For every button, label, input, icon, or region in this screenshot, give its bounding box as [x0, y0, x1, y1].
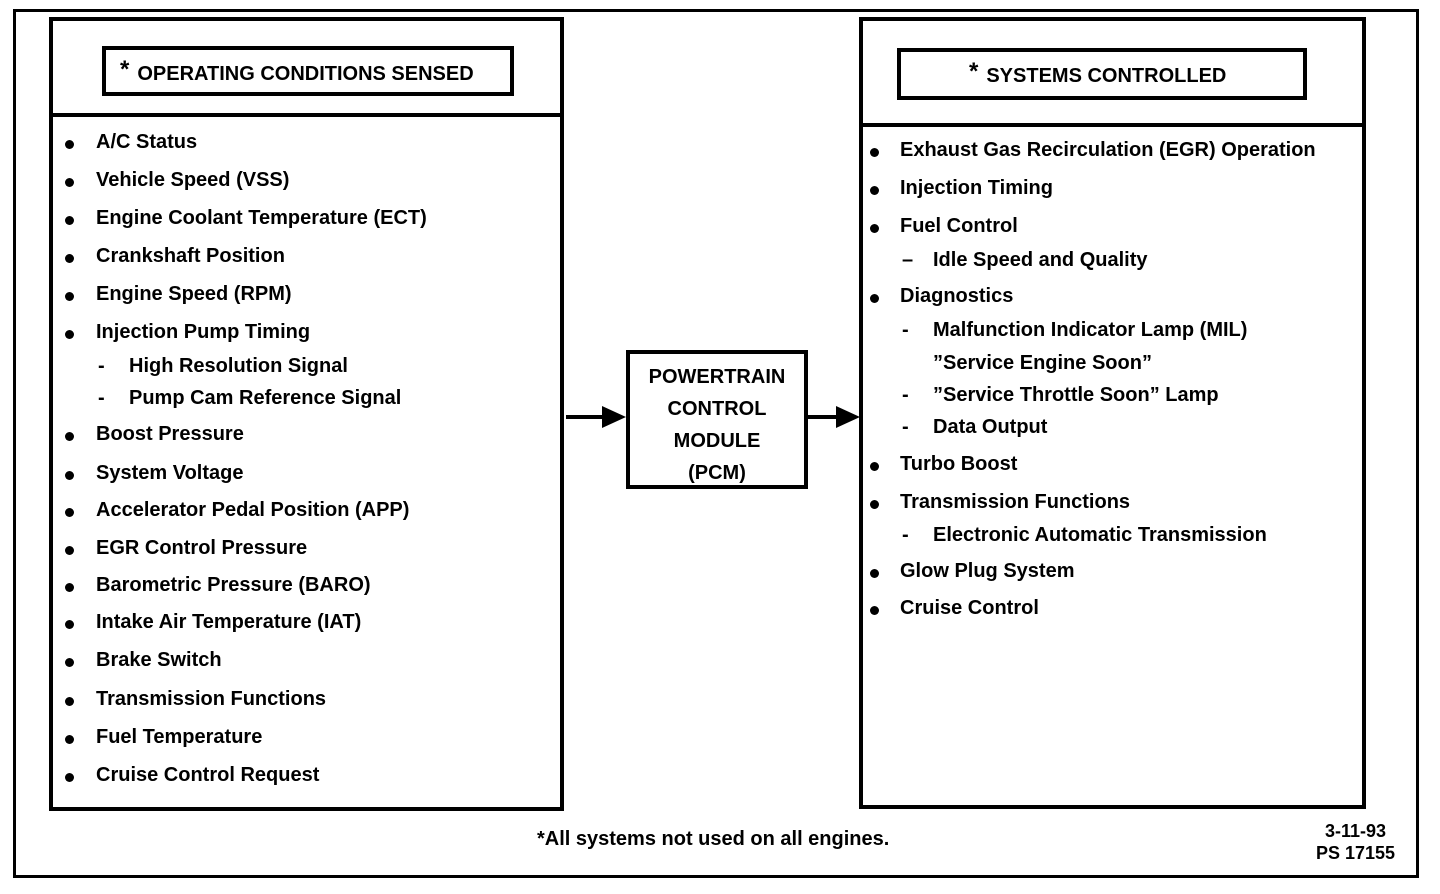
bullet-icon — [65, 292, 74, 301]
list-item: System Voltage — [96, 462, 244, 484]
sub-list-item: Malfunction Indicator Lamp (MIL) — [933, 319, 1248, 341]
figure-date: 3-11-93 — [1325, 821, 1387, 841]
bullet-icon — [870, 224, 879, 233]
list-item: Fuel Control — [900, 215, 1018, 237]
bullet-icon — [65, 508, 74, 517]
sub-list-item: High Resolution Signal — [129, 355, 348, 377]
systems-controlled-panel: * SYSTEMS CONTROLLED Exhaust Gas Recircul… — [859, 17, 1366, 809]
outer-frame — [13, 9, 1419, 878]
bullet-icon — [65, 254, 74, 263]
list-item: Engine Speed (RPM) — [96, 283, 292, 305]
controlled-systems-list: Exhaust Gas Recirculation (EGR) Operatio… — [863, 21, 1362, 805]
list-item: Exhaust Gas Recirculation (EGR) Operatio… — [900, 139, 1316, 161]
list-item: Boost Pressure — [96, 423, 244, 445]
list-item: A/C Status — [96, 131, 198, 153]
figure-ps-number: PS 17155 — [1316, 843, 1396, 863]
bullet-icon — [870, 569, 879, 578]
dash-marker: - — [98, 355, 105, 377]
list-item: Accelerator Pedal Position (APP) — [96, 499, 410, 521]
panel-title-box: * OPERATING CONDITIONS SENSED — [102, 46, 514, 96]
bullet-icon — [65, 583, 74, 592]
sub-list-item: ”Service Engine Soon” — [933, 352, 1152, 374]
sub-list-item: Electronic Automatic Transmission — [933, 524, 1267, 546]
panel-header: * SYSTEMS CONTROLLED — [863, 21, 1362, 127]
list-item: Barometric Pressure (BARO) — [96, 574, 371, 596]
bullet-icon — [65, 735, 74, 744]
dash-marker: - — [98, 387, 105, 409]
list-item: Glow Plug System — [900, 560, 1075, 582]
list-item: Turbo Boost — [900, 453, 1018, 475]
dash-marker: - — [902, 416, 909, 438]
pcm-line-4: (PCM) — [688, 462, 746, 484]
bullet-icon — [65, 432, 74, 441]
list-item: Crankshaft Position — [96, 245, 285, 267]
list-item: Fuel Temperature — [96, 726, 263, 748]
footnote-star: * — [969, 58, 979, 85]
bullet-icon — [65, 140, 74, 149]
input-arrow-icon — [566, 406, 626, 428]
sub-list-item: Data Output — [933, 416, 1048, 438]
bullet-icon — [65, 216, 74, 225]
panel-header: * OPERATING CONDITIONS SENSED — [53, 21, 560, 117]
footnote-star: * — [120, 56, 130, 83]
dash-marker: – — [902, 249, 914, 271]
bullet-icon — [65, 697, 74, 706]
list-item: EGR Control Pressure — [96, 537, 308, 559]
bullet-icon — [870, 186, 879, 195]
list-item: Injection Timing — [900, 177, 1053, 199]
sub-list-item: Idle Speed and Quality — [933, 249, 1148, 271]
dash-marker: - — [902, 524, 909, 546]
bullet-icon — [870, 462, 879, 471]
list-item: Cruise Control Request — [96, 764, 320, 786]
bullet-icon — [65, 471, 74, 480]
bullet-icon — [870, 148, 879, 157]
bullet-icon — [65, 620, 74, 629]
list-item: Injection Pump Timing — [96, 321, 311, 343]
pcm-line-1: POWERTRAIN — [648, 366, 786, 388]
list-item: Intake Air Temperature (IAT) — [96, 611, 362, 633]
bullet-icon — [65, 773, 74, 782]
list-item: Diagnostics — [900, 285, 1014, 307]
powertrain-control-module-box: POWERTRAIN CONTROL MODULE (PCM) — [626, 350, 808, 489]
dash-marker: - — [902, 319, 909, 341]
bullet-icon — [870, 606, 879, 615]
bullet-icon — [65, 546, 74, 555]
list-item: Transmission Functions — [900, 491, 1131, 513]
panel-title-box: * SYSTEMS CONTROLLED — [897, 48, 1307, 100]
bullet-icon — [65, 658, 74, 667]
sub-list-item: ”Service Throttle Soon” Lamp — [933, 384, 1219, 406]
panel-title: OPERATING CONDITIONS SENSED — [137, 63, 474, 85]
bullet-icon — [870, 500, 879, 509]
list-item: Vehicle Speed (VSS) — [96, 169, 290, 191]
list-item: Cruise Control — [900, 597, 1039, 619]
pcm-line-3: MODULE — [673, 430, 761, 452]
footnote-text: *All systems not used on all engines. — [537, 828, 890, 850]
list-item: Engine Coolant Temperature (ECT) — [96, 207, 427, 229]
list-item: Transmission Functions — [96, 688, 327, 710]
bullet-icon — [65, 178, 74, 187]
output-arrow-icon — [808, 406, 860, 428]
bullet-icon — [870, 294, 879, 303]
panel-title: SYSTEMS CONTROLLED — [986, 65, 1227, 87]
sub-list-item: Pump Cam Reference Signal — [129, 387, 402, 409]
dash-marker: - — [902, 384, 909, 406]
list-item: Brake Switch — [96, 649, 222, 671]
bullet-icon — [65, 330, 74, 339]
pcm-line-2: CONTROL — [667, 398, 767, 420]
